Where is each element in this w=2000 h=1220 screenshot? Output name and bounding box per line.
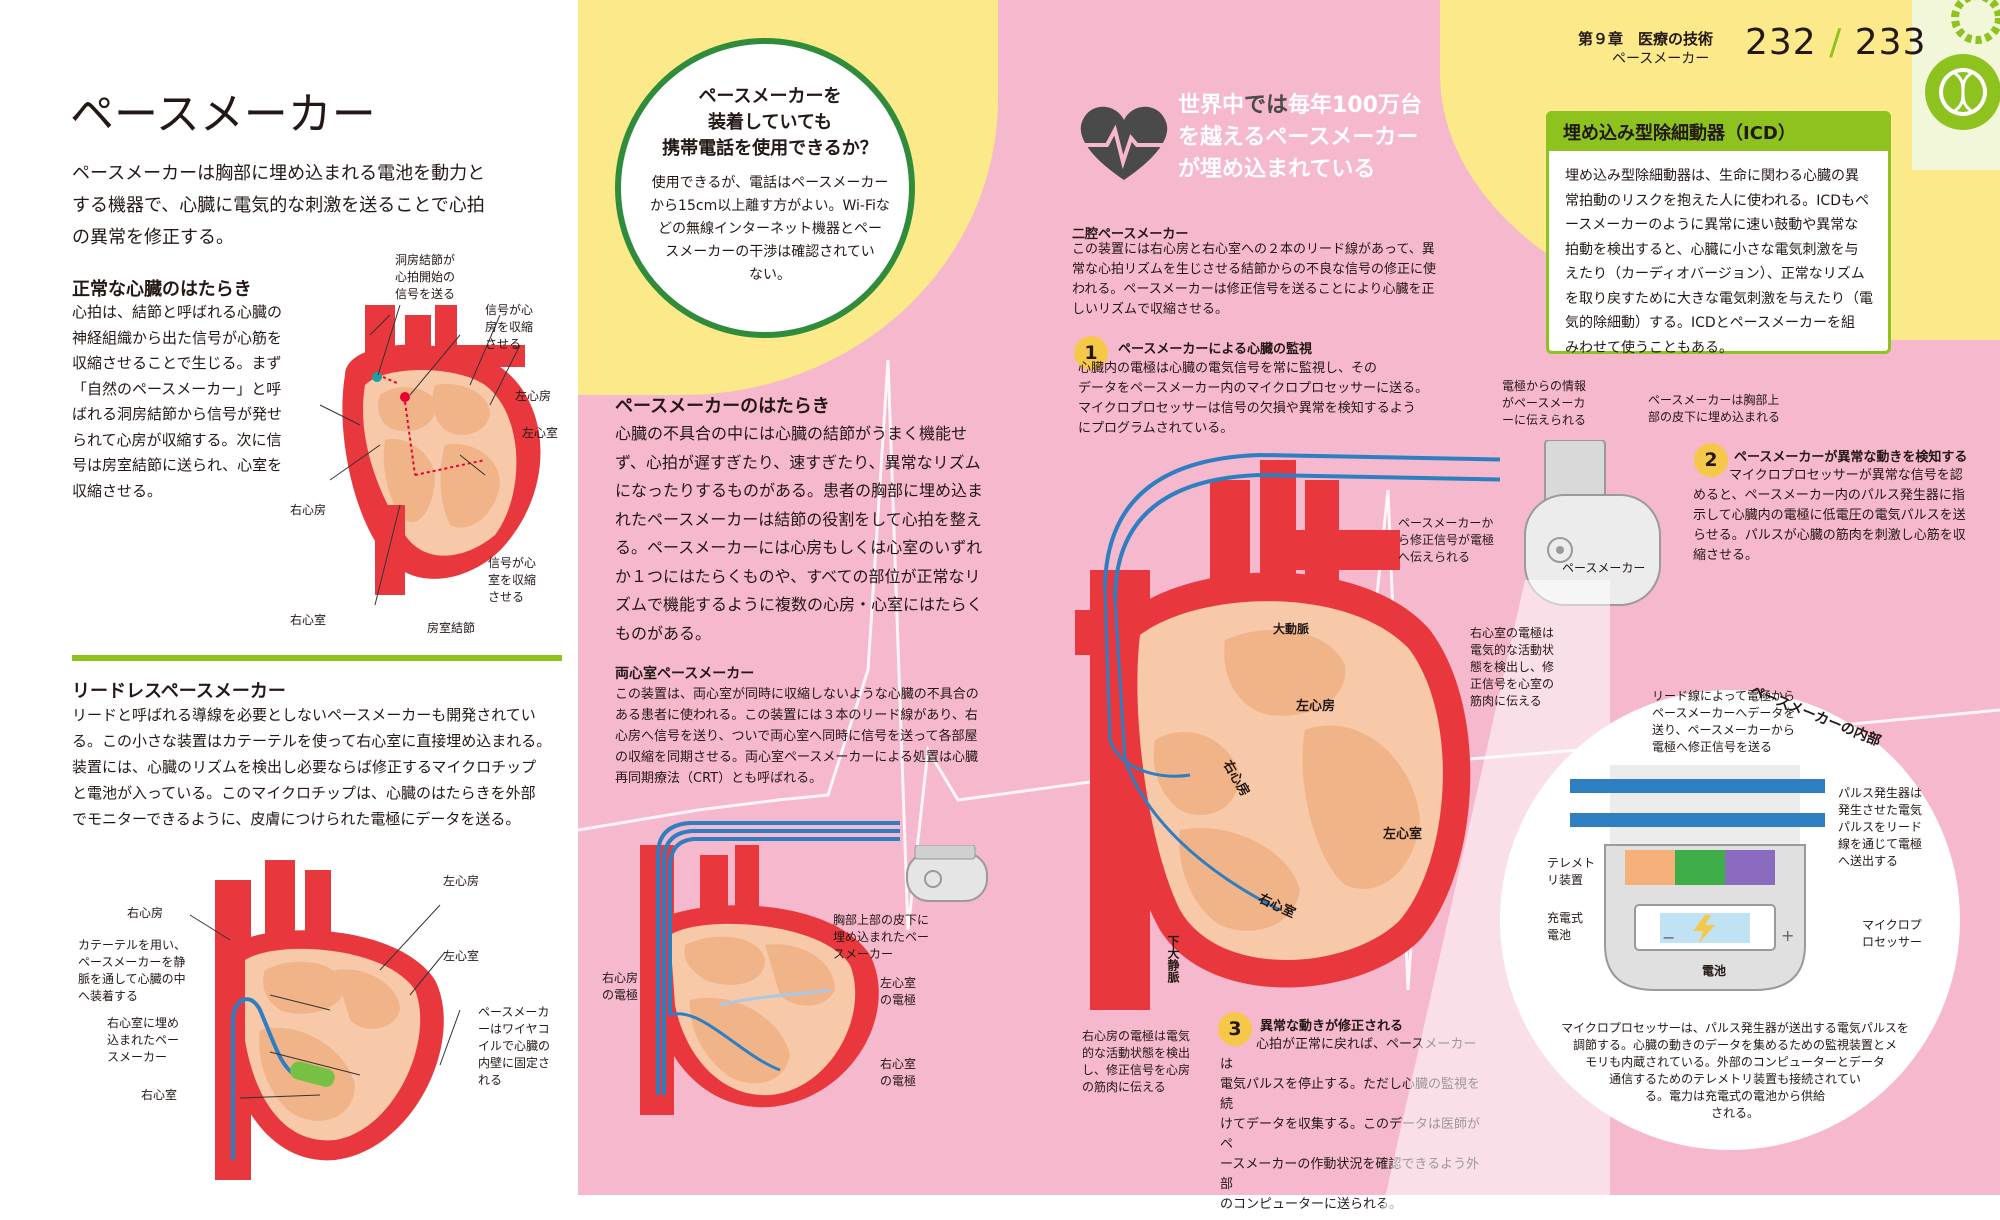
stat-part4: 100万台 bbox=[1332, 93, 1422, 118]
biv-label-rv-electrode: 右心室 の電極 bbox=[880, 1057, 917, 1088]
normal-heart-body: 心拍は、結節と呼ばれる心臓の 神経組織から出た信号が心筋を 収縮させることで生じ… bbox=[72, 303, 283, 500]
normal-heart-illustration bbox=[342, 305, 541, 595]
biventricular-pacemaker-device-icon bbox=[906, 845, 988, 902]
label-av-node: 房室結節 bbox=[427, 621, 476, 635]
step-3-badge: 3 bbox=[1218, 1012, 1252, 1046]
leadless-label-catheter: カテーテルを用い、 ペースメーカーを静 脈を通して心臓の中 へ装着する bbox=[78, 938, 187, 1003]
inside-label-telemetry: テレメト リ装置 bbox=[1547, 856, 1596, 887]
mobile-phone-callout bbox=[615, 38, 915, 338]
pacemaker-internals-diagram bbox=[1570, 765, 1825, 991]
label-sa-node: 洞房結節が 心拍開始の 信号を送る bbox=[395, 253, 456, 301]
step-2-heading: ペースメーカーが異常な動きを検知する bbox=[1734, 450, 1968, 465]
biventricular-body: この装置は、両心室が同時に収縮しないような心臓の不具合の ある患者に使われる。こ… bbox=[615, 687, 979, 786]
page-left-number: 232 bbox=[1745, 22, 1817, 63]
normal-heart-heading: 正常な心臓のはたらき bbox=[72, 279, 252, 300]
stat-part1: 世界中 bbox=[1178, 93, 1245, 118]
label-ra-electrode: 右心房の電極は電気 的な活動状態を検出 し、修正信号を心房 の筋肉に伝える bbox=[1082, 1029, 1191, 1094]
how-it-works-body: 心臓の不具合の中には心臓の結節がうまく機能せ ず、心拍が遅すぎたり、速すぎたり、… bbox=[615, 424, 984, 643]
biventricular-heart-illustration bbox=[640, 821, 900, 1115]
step-1-body: 心臓内の電極は心臓の電気信号を常に監視し、その データをペースメーカー内のマイク… bbox=[1078, 361, 1429, 436]
step-1-badge: 1 bbox=[1074, 336, 1108, 370]
label-rv-electrode: 右心室の電極は 電気的な活動状 態を検出し、修 正信号を心室の 筋肉に伝える bbox=[1470, 626, 1555, 708]
label-left-atrium: 左心房 bbox=[515, 389, 552, 403]
step-2-body: マイクロプロセッサーが異常な信号を認 めると、ペースメーカー内のパルス発生器に指… bbox=[1693, 468, 1966, 563]
stat-part3: 毎年 bbox=[1288, 93, 1333, 118]
inside-label-leads: リード線によって電極から ペースメーカーへデータを 送り、ペースメーカーから 電… bbox=[1652, 689, 1796, 754]
callout-title: ペースメーカーを 装着していても 携帯電話を使用できるか？ bbox=[662, 86, 878, 159]
leadless-label-right-ventricle: 右心室 bbox=[141, 1088, 178, 1102]
device-label: ペースメーカー bbox=[1562, 561, 1646, 575]
page-separator: / bbox=[1829, 22, 1843, 63]
how-it-works-heading: ペースメーカーのはたらき bbox=[615, 396, 830, 417]
label-atria-signal: 信号が心 房を収縮 させる bbox=[485, 303, 534, 351]
leadless-heart-leader-lines bbox=[189, 904, 461, 1099]
stat-part2: では bbox=[1244, 93, 1289, 118]
biv-label-ra-electrode: 右心房 の電極 bbox=[602, 971, 639, 1002]
label-ventricle-signal: 信号が心 室を収縮 させる bbox=[488, 556, 537, 604]
biventricular-heading: 両心室ペースメーカー bbox=[615, 666, 755, 682]
step-2-badge: 2 bbox=[1694, 443, 1728, 477]
page-right-number: 233 bbox=[1854, 22, 1927, 63]
battery-label: 電池 bbox=[1702, 964, 1727, 978]
heart-pulse-icon bbox=[1077, 106, 1172, 180]
leadless-heart-illustration bbox=[215, 860, 444, 1180]
label-correction-signal: ペースメーカーか ら修正信号が電極 へ伝えられる bbox=[1398, 516, 1495, 564]
biv-label-implanted: 胸部上部の皮下に 埋め込まれたペー スメーカー bbox=[833, 913, 930, 961]
dna-gear-icon bbox=[1925, 0, 2000, 130]
dual-chamber-body: この装置には右心房と右心室への２本のリード線があって、異 常な心拍リズムを生じさ… bbox=[1072, 242, 1437, 317]
leadless-body: リードと呼ばれる導線を必要としないペースメーカーも開発されてい る。この小さな装… bbox=[72, 706, 552, 828]
battery-plus-sign: + bbox=[1781, 926, 1795, 945]
leadless-label-wire-coil: ペースメーカ ーはワイヤコ イルで心臓の 内壁に固定さ れる bbox=[478, 1005, 551, 1087]
label-left-ventricle: 左心室 bbox=[522, 426, 559, 440]
step-3-heading: 異常な動きが修正される bbox=[1260, 1019, 1404, 1034]
stat-part5: を越えるペースメーカー bbox=[1178, 125, 1419, 150]
section-label: ペースメーカー bbox=[1612, 51, 1710, 67]
icd-title: 埋め込み型除細動器（ICD） bbox=[1563, 123, 1796, 144]
page-title: ペースメーカー bbox=[70, 89, 376, 140]
inside-caption: マイクロプロセッサーは、パルス発生器が送出する電気パルスを 調節する。心臓の動き… bbox=[1561, 1021, 1909, 1120]
intro-text: ペースメーカーは胸部に埋め込まれる電池を動力と する機器で、心臓に電気的な刺激を… bbox=[72, 163, 486, 248]
leadless-heading: リードレスペースメーカー bbox=[72, 681, 286, 702]
inside-label-battery: 充電式 電池 bbox=[1547, 911, 1584, 942]
icd-title-bar bbox=[1546, 111, 1891, 151]
inside-label-pulse-generator: パルス発生器は 発生させた電気 パルスをリード 線を通じて電極 へ送出する bbox=[1838, 786, 1923, 868]
leadless-label-left-atrium: 左心房 bbox=[443, 874, 480, 888]
label-under-skin: ペースメーカーは胸部上 部の皮下に埋め込まれる bbox=[1648, 393, 1781, 424]
label-left-ventricle-main: 左心室 bbox=[1383, 827, 1423, 842]
label-left-atrium-main: 左心房 bbox=[1296, 699, 1336, 714]
normal-heart-leader-lines bbox=[319, 304, 521, 606]
inside-label-microprocessor: マイクロプ ロセッサー bbox=[1862, 918, 1923, 949]
leadless-label-left-ventricle: 左心室 bbox=[443, 949, 480, 963]
label-right-atrium: 右心房 bbox=[290, 503, 327, 517]
chapter-label: 第９章 医療の技術 bbox=[1578, 30, 1714, 48]
label-ivc: 下大静脈 bbox=[1166, 935, 1180, 983]
leadless-label-right-atrium: 右心房 bbox=[127, 906, 164, 920]
icd-body: 埋め込み型除細動器は、生命に関わる心臓の異 常拍動のリスクを抱えた人に使われる。… bbox=[1565, 168, 1873, 356]
leadless-label-implanted: 右心室に埋め 込まれたペー スメーカー bbox=[107, 1016, 180, 1064]
label-right-ventricle: 右心室 bbox=[290, 613, 327, 627]
callout-body: 使用できるが、電話はペースメーカー から15cm以上離す方がよい。Wi-Fiな … bbox=[650, 175, 890, 283]
label-electrode-info: 電極からの情報 がペースメーカ ーに伝えられる bbox=[1502, 379, 1587, 427]
battery-minus-sign: − bbox=[1662, 928, 1676, 947]
stat-part6: が埋め込まれている bbox=[1178, 157, 1376, 182]
page-numbers: 232 / 233 bbox=[1745, 22, 1926, 63]
dual-chamber-heading: 二腔ペースメーカー bbox=[1072, 227, 1189, 242]
biv-label-lv-electrode: 左心室 の電極 bbox=[880, 976, 917, 1007]
dual-chamber-heart-illustration bbox=[1075, 452, 1500, 1010]
label-aorta: 大動脈 bbox=[1273, 622, 1310, 636]
step-1-heading: ペースメーカーによる心臓の監視 bbox=[1118, 342, 1312, 357]
stat-text: 世界中では毎年100万台を越えるペースメーカーが埋め込まれている bbox=[1178, 90, 1508, 186]
section-divider bbox=[72, 655, 562, 661]
